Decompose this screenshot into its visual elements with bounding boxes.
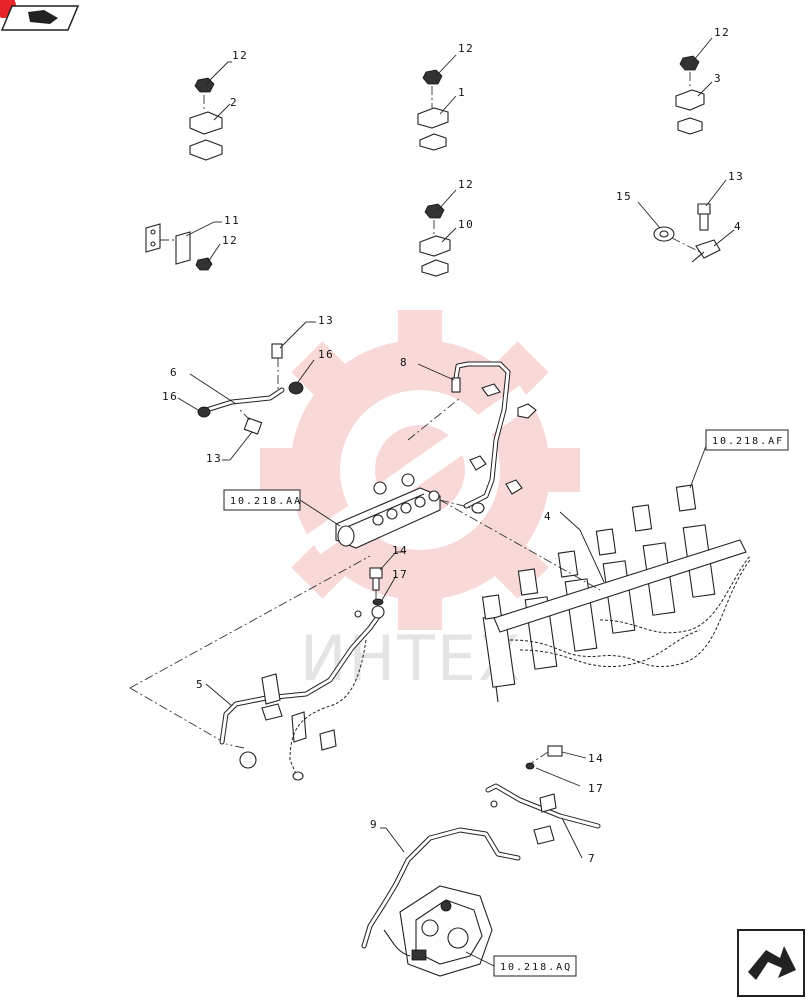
callout-8: 8 — [400, 356, 408, 369]
callout-4: 4 — [734, 220, 742, 233]
pipe-6-assembly — [177, 321, 316, 461]
callout-6: 6 — [170, 366, 178, 379]
callout-15: 15 — [616, 190, 632, 203]
callout-4: 4 — [544, 510, 552, 523]
clamp-assembly-2 — [189, 61, 232, 161]
pipe-8 — [417, 361, 537, 514]
callout-13: 13 — [728, 170, 744, 183]
injector-bank — [439, 445, 751, 703]
clamp-assembly-3 — [675, 37, 713, 135]
callout-13: 13 — [318, 314, 334, 327]
callout-13: 13 — [206, 452, 222, 465]
folded-sheet-icon[interactable] — [0, 0, 80, 31]
callout-1: 1 — [458, 86, 466, 99]
callout-labels: 12 2 12 1 12 3 11 12 12 10 15 13 4 13 16… — [162, 26, 744, 865]
callout-14: 14 — [392, 544, 408, 557]
banjo-assembly-4 — [637, 179, 735, 263]
injector-5 — [631, 504, 676, 616]
bracket-assembly-11 — [145, 221, 222, 271]
injector-6 — [675, 484, 716, 598]
fuel-rail — [299, 397, 473, 549]
ref-box-10-218-af[interactable]: 10.218.AF — [705, 429, 789, 451]
pipe-9-assembly — [361, 827, 521, 949]
callout-17: 17 — [588, 782, 604, 795]
ref-box-10-218-aa[interactable]: 10.218.AA — [223, 489, 302, 511]
callout-3: 3 — [714, 72, 722, 85]
callout-14: 14 — [588, 752, 604, 765]
callout-9: 9 — [370, 818, 378, 831]
callout-7: 7 — [588, 852, 596, 865]
callout-12: 12 — [714, 26, 730, 39]
callout-12: 12 — [458, 178, 474, 191]
callout-17: 17 — [392, 568, 408, 581]
ref-10-218-aa-text: 10.218.AA — [230, 496, 302, 507]
clamp-assembly-10 — [419, 189, 457, 277]
callout-5: 5 — [196, 678, 204, 691]
callout-12: 12 — [232, 49, 248, 62]
next-page-arrow-icon[interactable] — [737, 929, 805, 997]
callout-12: 12 — [222, 234, 238, 247]
clamp-assembly-1 — [417, 54, 457, 151]
ref-10-218-af-text: 10.218.AF — [712, 436, 784, 447]
callout-10: 10 — [458, 218, 474, 231]
pipe-7-assembly — [485, 745, 601, 859]
callout-16: 16 — [318, 348, 334, 361]
callout-16: 16 — [162, 390, 178, 403]
pipe-5-assembly — [129, 555, 385, 781]
watermark-text: ИНТЕХ — [300, 622, 523, 695]
ref-box-10-218-aq[interactable]: 10.218.AQ — [493, 955, 577, 977]
high-pressure-pump — [383, 885, 495, 977]
callout-12: 12 — [458, 42, 474, 55]
callout-11: 11 — [224, 214, 240, 227]
callout-2: 2 — [230, 96, 238, 109]
ref-10-218-aq-text: 10.218.AQ — [500, 962, 572, 973]
injector-1 — [481, 594, 516, 703]
